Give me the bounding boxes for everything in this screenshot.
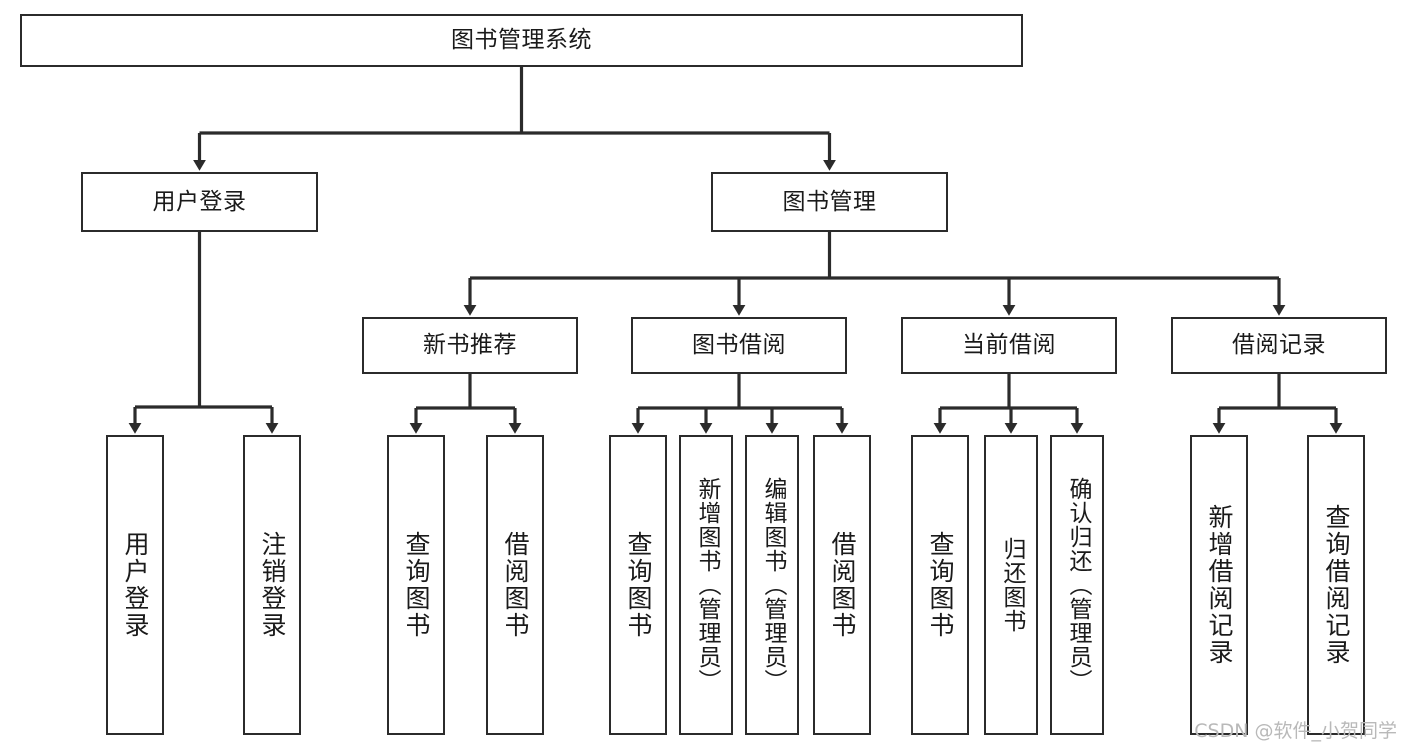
node-leaf-return-book[interactable]: 归还图书 bbox=[984, 435, 1038, 735]
node-label: 借阅图书 bbox=[828, 531, 857, 639]
node-label: 查询图书 bbox=[402, 531, 431, 639]
node-label: 借阅图书 bbox=[501, 531, 530, 639]
node-leaf-edit-book-admin[interactable]: 编辑图书（管理员） bbox=[745, 435, 799, 735]
node-label: 查询借阅记录 bbox=[1322, 504, 1351, 666]
node-label: 借阅记录 bbox=[1232, 332, 1326, 359]
node-leaf-borrow-book[interactable]: 借阅图书 bbox=[813, 435, 871, 735]
node-label: 查询图书 bbox=[926, 531, 955, 639]
node-leaf-user-login[interactable]: 用户登录 bbox=[106, 435, 164, 735]
node-new-book-rec[interactable]: 新书推荐 bbox=[362, 317, 578, 374]
node-label: 图书管理系统 bbox=[451, 27, 592, 54]
node-leaf-borrow-book-rec[interactable]: 借阅图书 bbox=[486, 435, 544, 735]
node-label: 查询图书 bbox=[624, 531, 653, 639]
node-label: 编辑图书（管理员） bbox=[759, 477, 786, 693]
node-root-root[interactable]: 图书管理系统 bbox=[20, 14, 1023, 67]
node-borrow-record[interactable]: 借阅记录 bbox=[1171, 317, 1387, 374]
node-leaf-query-book-borrow[interactable]: 查询图书 bbox=[609, 435, 667, 735]
node-leaf-logout[interactable]: 注销登录 bbox=[243, 435, 301, 735]
node-leaf-query-book-current[interactable]: 查询图书 bbox=[911, 435, 969, 735]
node-label: 当前借阅 bbox=[962, 332, 1056, 359]
node-leaf-confirm-return-admin[interactable]: 确认归还（管理员） bbox=[1050, 435, 1104, 735]
node-label: 新增图书（管理员） bbox=[693, 477, 720, 693]
node-leaf-query-borrow-record[interactable]: 查询借阅记录 bbox=[1307, 435, 1365, 735]
node-label: 用户登录 bbox=[121, 531, 150, 639]
node-label: 注销登录 bbox=[258, 531, 287, 639]
node-leaf-query-book-rec[interactable]: 查询图书 bbox=[387, 435, 445, 735]
node-current-borrow[interactable]: 当前借阅 bbox=[901, 317, 1117, 374]
node-label: 归还图书 bbox=[998, 537, 1025, 633]
node-label: 图书管理 bbox=[782, 188, 877, 215]
node-label: 确认归还（管理员） bbox=[1064, 477, 1091, 693]
node-leaf-add-borrow-record[interactable]: 新增借阅记录 bbox=[1190, 435, 1248, 735]
node-user-login[interactable]: 用户登录 bbox=[81, 172, 318, 232]
node-label: 图书借阅 bbox=[692, 332, 786, 359]
node-label: 新增借阅记录 bbox=[1205, 504, 1234, 666]
node-label: 用户登录 bbox=[152, 188, 247, 215]
watermark-text: CSDN @软件_小贺同学 bbox=[1194, 720, 1397, 742]
node-leaf-add-book-admin[interactable]: 新增图书（管理员） bbox=[679, 435, 733, 735]
node-book-manage[interactable]: 图书管理 bbox=[711, 172, 948, 232]
node-label: 新书推荐 bbox=[423, 332, 517, 359]
node-book-borrow[interactable]: 图书借阅 bbox=[631, 317, 847, 374]
